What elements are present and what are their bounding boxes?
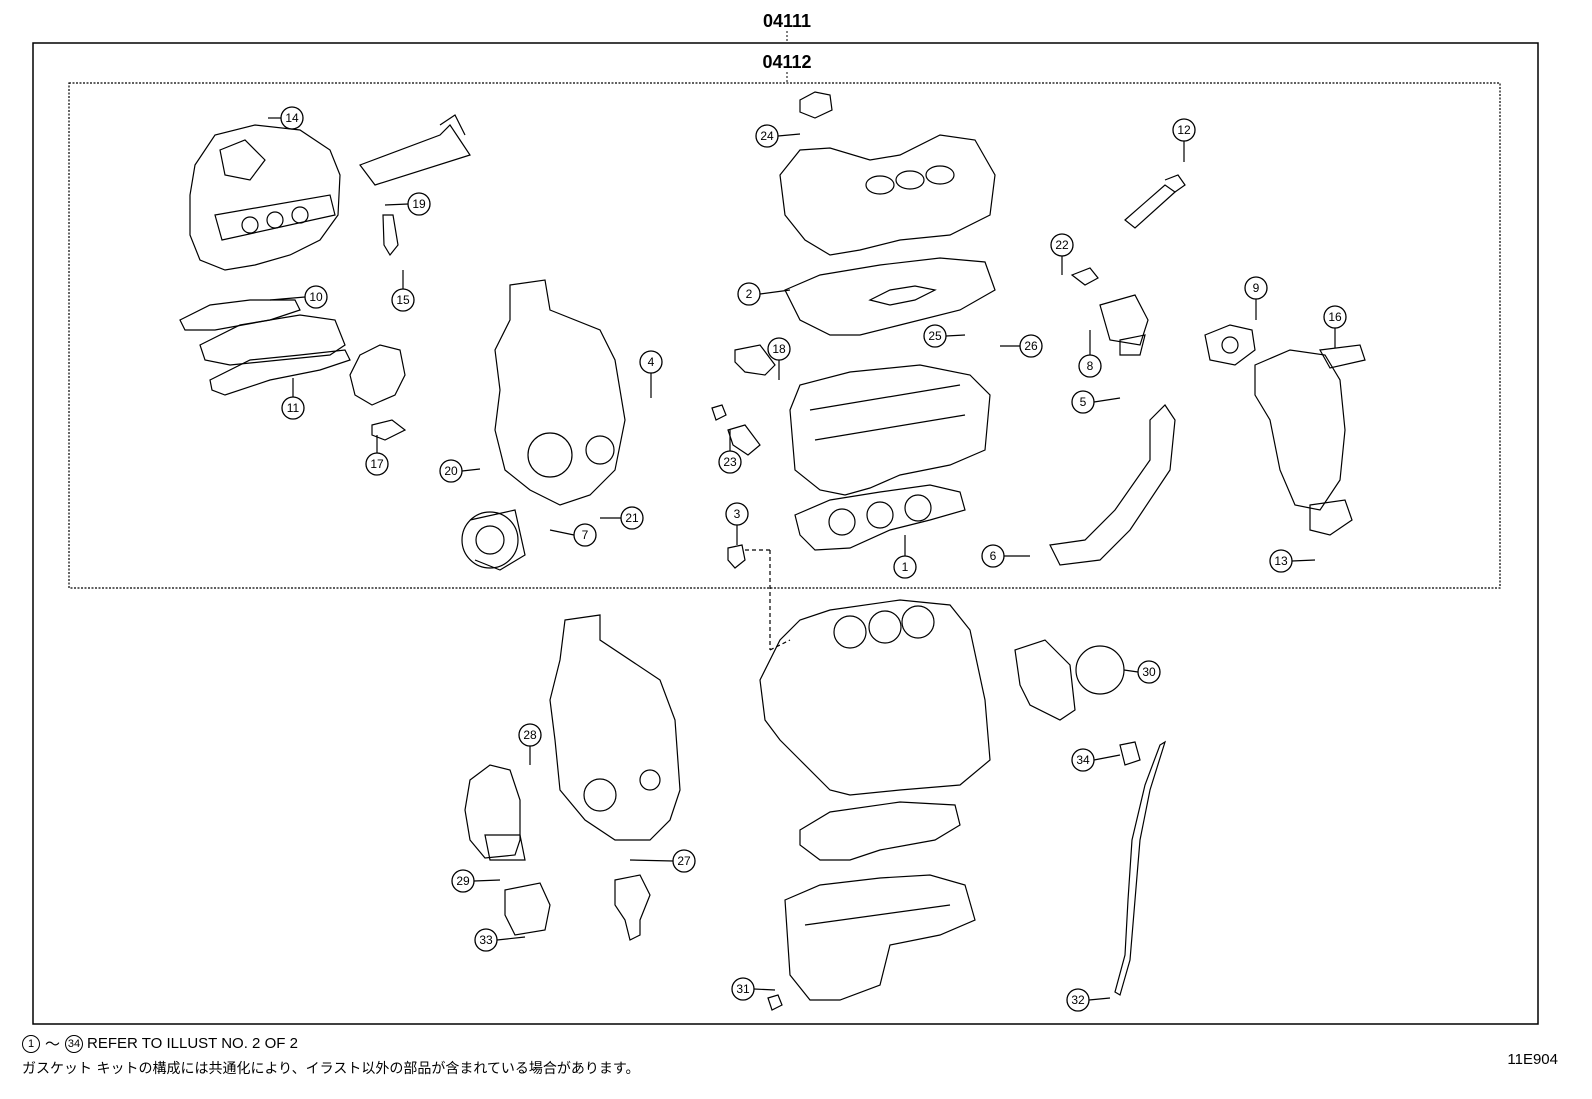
callout-7[interactable]: 7	[573, 523, 597, 547]
callout-34[interactable]: 34	[1071, 748, 1095, 772]
svg-text:21: 21	[625, 511, 639, 525]
svg-text:10: 10	[309, 290, 323, 304]
svg-text:6: 6	[990, 549, 997, 563]
svg-text:33: 33	[479, 933, 493, 947]
svg-text:18: 18	[772, 342, 786, 356]
callout-5[interactable]: 5	[1071, 390, 1095, 414]
svg-text:23: 23	[723, 455, 737, 469]
svg-text:7: 7	[582, 528, 589, 542]
footer-note: ガスケット キットの構成には共通化により、イラスト以外の部品が含まれている場合が…	[22, 1061, 640, 1077]
callouts: 1 2 3 4 5 6 7 8 9 10 11 12 13 14 15 16 1…	[280, 106, 1347, 1012]
callout-11[interactable]: 11	[281, 396, 305, 420]
callout-30[interactable]: 30	[1137, 660, 1161, 684]
callout-25[interactable]: 25	[923, 324, 947, 348]
svg-text:13: 13	[1274, 554, 1288, 568]
svg-text:26: 26	[1024, 339, 1038, 353]
svg-text:16: 16	[1328, 310, 1342, 324]
range-separator: ～	[45, 1036, 61, 1053]
svg-text:20: 20	[444, 464, 458, 478]
svg-text:27: 27	[677, 854, 691, 868]
callout-32[interactable]: 32	[1066, 988, 1090, 1012]
callout-31[interactable]: 31	[731, 977, 755, 1001]
svg-text:28: 28	[523, 728, 537, 742]
svg-text:12: 12	[1177, 123, 1191, 137]
svg-text:22: 22	[1055, 238, 1069, 252]
svg-text:17: 17	[370, 457, 384, 471]
svg-text:31: 31	[736, 982, 750, 996]
svg-text:32: 32	[1071, 993, 1085, 1007]
callout-18[interactable]: 18	[767, 337, 791, 361]
callout-9[interactable]: 9	[1244, 276, 1268, 300]
range-start-callout: 1	[22, 1034, 40, 1053]
callout-10[interactable]: 10	[304, 285, 328, 309]
callout-12[interactable]: 12	[1172, 118, 1196, 142]
callout-33[interactable]: 33	[474, 928, 498, 952]
svg-text:5: 5	[1080, 395, 1087, 409]
assembly-label-inner[interactable]: 04112	[762, 52, 811, 72]
callout-21[interactable]: 21	[620, 506, 644, 530]
callout-16[interactable]: 16	[1323, 305, 1347, 329]
callout-6[interactable]: 6	[981, 544, 1005, 568]
footer-reference: 1 ～ 34 REFER TO ILLUST NO. 2 OF 2	[22, 1033, 298, 1054]
callout-20[interactable]: 20	[439, 459, 463, 483]
svg-text:11: 11	[287, 401, 300, 415]
svg-text:29: 29	[456, 874, 470, 888]
callout-1[interactable]: 1	[893, 555, 917, 579]
svg-text:4: 4	[648, 355, 655, 369]
part-drawings	[179, 91, 1366, 1011]
assembly-label-outer[interactable]: 04111	[763, 11, 811, 31]
svg-text:25: 25	[928, 329, 942, 343]
leader-lines	[268, 117, 1336, 1001]
reference-text: REFER TO ILLUST NO. 2 OF 2	[87, 1035, 298, 1052]
svg-text:15: 15	[396, 293, 410, 307]
svg-text:1: 1	[902, 560, 909, 574]
callout-17[interactable]: 17	[365, 452, 389, 476]
callout-27[interactable]: 27	[672, 849, 696, 873]
range-end-callout: 34	[65, 1034, 84, 1053]
svg-text:2: 2	[746, 287, 753, 301]
callout-22[interactable]: 22	[1050, 233, 1074, 257]
callout-15[interactable]: 15	[391, 288, 415, 312]
svg-text:8: 8	[1087, 359, 1094, 373]
svg-text:24: 24	[760, 129, 774, 143]
callout-13[interactable]: 13	[1269, 549, 1293, 573]
callout-14[interactable]: 14	[280, 106, 304, 130]
callout-19[interactable]: 19	[407, 192, 431, 216]
svg-text:3: 3	[734, 507, 741, 521]
svg-text:30: 30	[1142, 665, 1156, 679]
callout-26[interactable]: 26	[1019, 334, 1043, 358]
callout-3[interactable]: 3	[725, 502, 749, 526]
callout-8[interactable]: 8	[1078, 354, 1102, 378]
callout-24[interactable]: 24	[755, 124, 779, 148]
svg-text:19: 19	[412, 197, 426, 211]
callout-28[interactable]: 28	[518, 723, 542, 747]
outer-frame	[32, 42, 1539, 1025]
callout-23[interactable]: 23	[718, 450, 742, 474]
callout-4[interactable]: 4	[639, 350, 663, 374]
svg-text:34: 34	[1076, 753, 1090, 767]
inner-frame	[68, 82, 1501, 589]
svg-text:14: 14	[285, 111, 299, 125]
svg-text:9: 9	[1253, 281, 1260, 295]
illustration-code: 11E904	[1507, 1051, 1558, 1068]
callout-29[interactable]: 29	[451, 869, 475, 893]
callout-2[interactable]: 2	[737, 282, 761, 306]
